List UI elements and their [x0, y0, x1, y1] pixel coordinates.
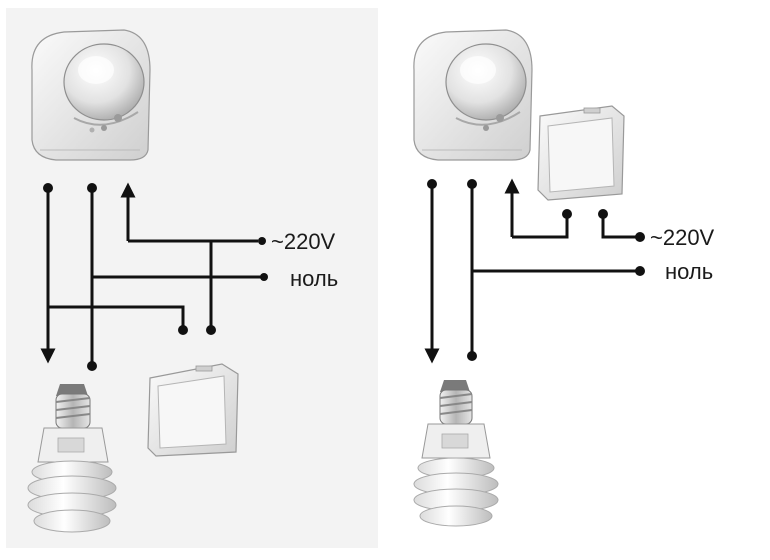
phase-label-right: ~220V: [650, 225, 715, 250]
light-switch-icon: [147, 363, 239, 457]
phase-label-left: ~220V: [271, 229, 336, 254]
motion-sensor-icon: [31, 29, 151, 161]
junctions-right: [427, 179, 645, 361]
neutral-label-right: ноль: [665, 259, 713, 284]
wiring-right: [424, 178, 640, 364]
energy-saving-lamp-icon: [413, 380, 499, 527]
motion-sensor-icon: [413, 29, 533, 161]
light-switch-icon: [537, 105, 625, 201]
junctions-left: [43, 183, 268, 371]
wiring-left: [40, 182, 262, 365]
energy-saving-lamp-icon: [27, 384, 117, 533]
neutral-label-left: ноль: [290, 266, 338, 291]
